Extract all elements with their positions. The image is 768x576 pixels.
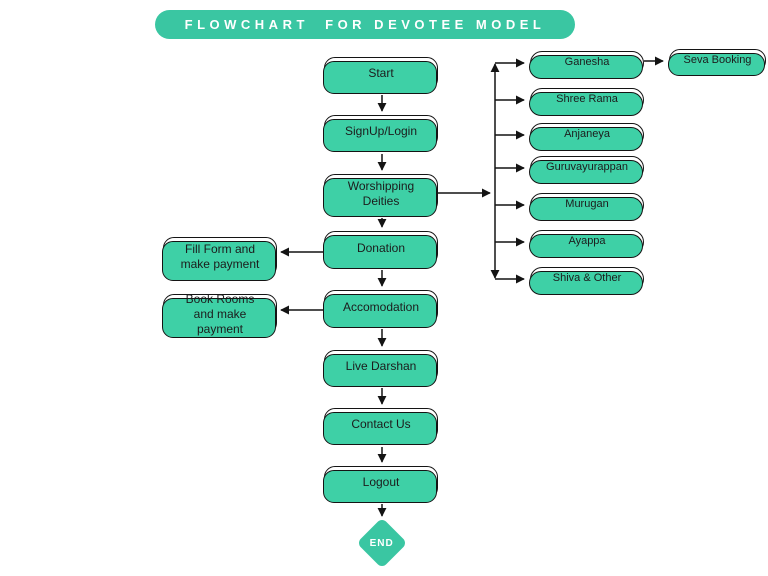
node-fill-form-payment: Fill Form and make payment <box>163 237 277 277</box>
node-signup-login: SignUp/Login <box>324 115 438 148</box>
node-murugan: Murugan <box>530 193 644 217</box>
page-title: FLOWCHART FOR DEVOTEE MODEL <box>155 10 575 39</box>
node-seva-booking: Seva Booking <box>669 49 766 72</box>
node-book-rooms-payment: Book Rooms and make payment <box>163 292 277 336</box>
node-contact-us: Contact Us <box>324 408 438 441</box>
node-end-diamond: END <box>356 517 408 569</box>
node-worshipping-deities: Worshipping Deities <box>324 174 438 213</box>
node-ganesha: Ganesha <box>530 51 644 75</box>
node-ayappa: Ayappa <box>530 230 644 254</box>
node-live-darshan: Live Darshan <box>324 350 438 383</box>
node-donation: Donation <box>324 231 438 265</box>
node-shree-rama: Shree Rama <box>530 88 644 112</box>
node-shiva-other: Shiva & Other <box>530 267 644 291</box>
node-start: Start <box>324 57 438 90</box>
node-logout: Logout <box>324 466 438 499</box>
node-anjaneya: Anjaneya <box>530 123 644 147</box>
node-accomodation: Accomodation <box>324 290 438 324</box>
end-label: END <box>369 537 395 549</box>
node-guruvayurappan: Guruvayurappan <box>530 156 644 180</box>
